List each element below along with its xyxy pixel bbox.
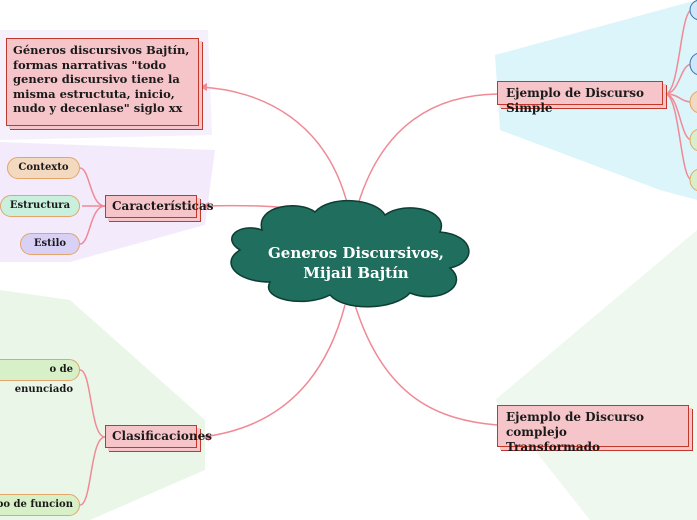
branch-lines: [79, 9, 693, 506]
caracteristicas-node[interactable]: Características: [105, 195, 213, 218]
central-topic-line2: Mijail Bajtín: [303, 264, 409, 282]
pill-estructura[interactable]: Estructura: [0, 195, 80, 217]
central-cloud-shape: [230, 200, 470, 308]
ejemplo-complejo-node[interactable]: Ejemplo de Discurso complejo Transformad…: [497, 405, 689, 454]
pill-estructura-label: Estructura: [9, 200, 71, 211]
pill-estilo[interactable]: Estilo: [20, 233, 80, 255]
note-node[interactable]: Géneros discursivos Bajtín, formas narra…: [6, 38, 199, 126]
clasificaciones-label: Clasificaciones: [112, 429, 212, 443]
clasificaciones-node[interactable]: Clasificaciones: [105, 425, 212, 448]
arrowheads: [200, 83, 209, 441]
simple-child-2[interactable]: [689, 52, 697, 76]
central-topic[interactable]: Generos Discursivos, Mijail Bajtín: [246, 243, 466, 283]
pill-enunciado[interactable]: o de enunciado: [0, 359, 80, 395]
simple-child-1[interactable]: [689, 0, 697, 21]
simple-children: [689, 0, 697, 192]
simple-child-4[interactable]: [689, 128, 697, 152]
pill-contexto[interactable]: Contexto: [7, 157, 80, 179]
simple-child-5[interactable]: [689, 168, 697, 192]
ejemplo-simple-label: Ejemplo de Discurso Simple: [506, 86, 644, 115]
pill-enunciado-label: o de enunciado: [14, 364, 73, 395]
ejemplo-complejo-line2: Transformado: [506, 440, 600, 454]
region-clasificaciones: [0, 290, 205, 520]
region-complejo: [495, 230, 697, 520]
ejemplo-simple-node[interactable]: Ejemplo de Discurso Simple: [497, 81, 663, 115]
pill-funcion-label: ipo de funcion: [0, 499, 73, 510]
pill-estilo-label: Estilo: [33, 238, 67, 249]
ejemplo-complejo-line1: Ejemplo de Discurso complejo: [506, 410, 644, 439]
central-topic-line1: Generos Discursivos,: [267, 244, 444, 262]
pill-contexto-label: Contexto: [18, 162, 69, 173]
simple-child-3[interactable]: [689, 90, 697, 114]
caracteristicas-label: Características: [112, 199, 214, 213]
pill-funcion[interactable]: ipo de funcion: [0, 494, 80, 516]
note-text: Géneros discursivos Bajtín, formas narra…: [13, 43, 190, 115]
